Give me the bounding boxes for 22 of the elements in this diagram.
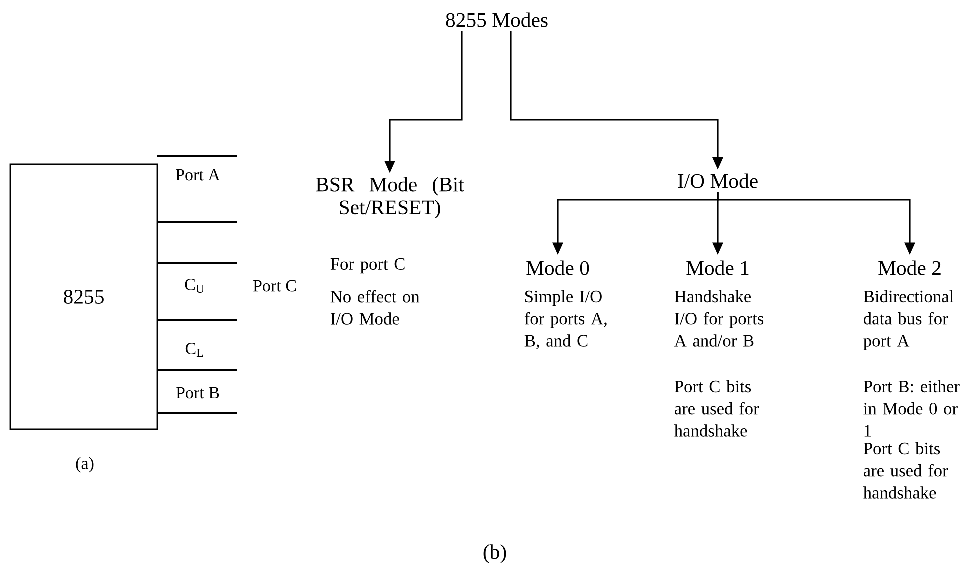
description-text: Port B: either in Mode 0 or 1 (864, 380, 960, 437)
chip-box: 8255 (10, 164, 158, 430)
description-text: For port C (330, 258, 405, 274)
port-label: Port A (176, 169, 220, 181)
panel-label: (a) (76, 457, 94, 473)
mode-label: Mode 2 (878, 260, 941, 276)
panel-label: (b) (484, 544, 506, 564)
description-text: Handshake I/O for ports A and/or B (674, 290, 764, 347)
mode-label: Mode 0 (526, 260, 590, 276)
description-text: No effect on I/O Mode (330, 290, 420, 325)
description-text: Simple I/O for ports A, B, and C (524, 290, 607, 350)
mode-label: Mode 1 (686, 260, 749, 276)
mode-label: I/O Mode (678, 174, 758, 188)
description-text: Bidirectional data bus for port A (864, 290, 954, 350)
port-label: Port C (253, 280, 296, 292)
port-label: C$_{U}$ (185, 279, 204, 294)
description-text: Port C bits are used for handshake (864, 442, 948, 499)
heading-text: 8255 Modes (446, 12, 548, 28)
description-text: Port C bits are used for handshake (674, 380, 760, 437)
mode-label: BSR Mode (Bit Set/RESET) (316, 177, 464, 219)
port-label: Port B (176, 387, 220, 399)
port-label: C$_{L}$ (186, 343, 204, 357)
